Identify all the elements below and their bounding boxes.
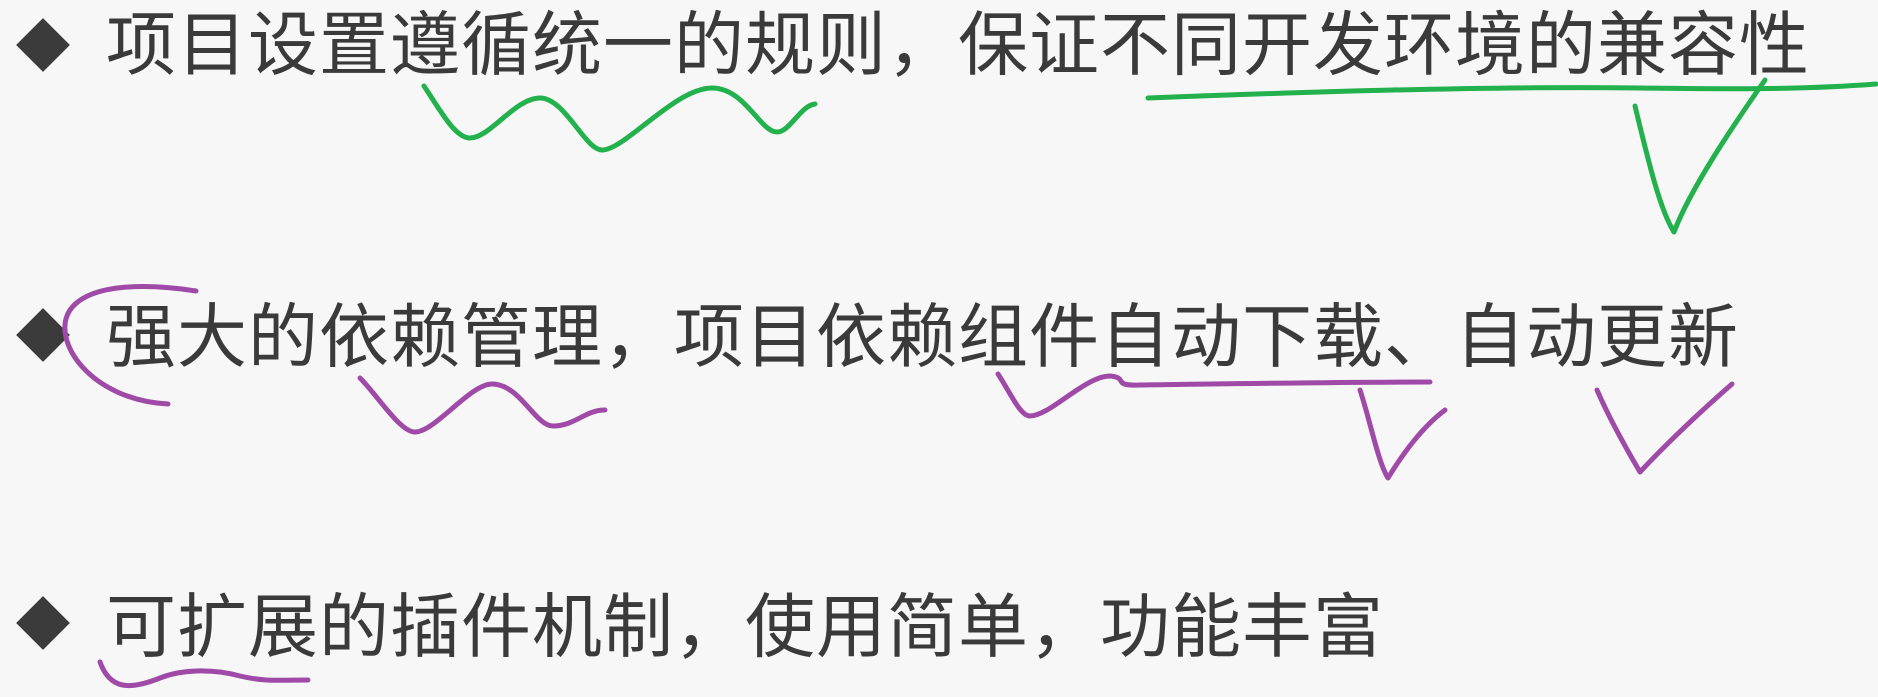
- bullet-item: 可扩展的插件机制，使用简单，功能丰富: [0, 578, 1878, 697]
- bullet-text: 可扩展的插件机制，使用简单，功能丰富: [106, 586, 1384, 668]
- diamond-bullet-icon: [16, 596, 70, 650]
- bullet-text: 强大的依赖管理，项目依赖组件自动下载、自动更新: [106, 296, 1739, 378]
- bullet-item: 强大的依赖管理，项目依赖组件自动下载、自动更新: [0, 290, 1878, 410]
- diamond-bullet-icon: [16, 308, 70, 362]
- bullet-text: 项目设置遵循统一的规则，保证不同开发环境的兼容性: [106, 4, 1810, 86]
- bullet-item: 项目设置遵循统一的规则，保证不同开发环境的兼容性: [0, 0, 1878, 120]
- diamond-bullet-icon: [16, 18, 70, 72]
